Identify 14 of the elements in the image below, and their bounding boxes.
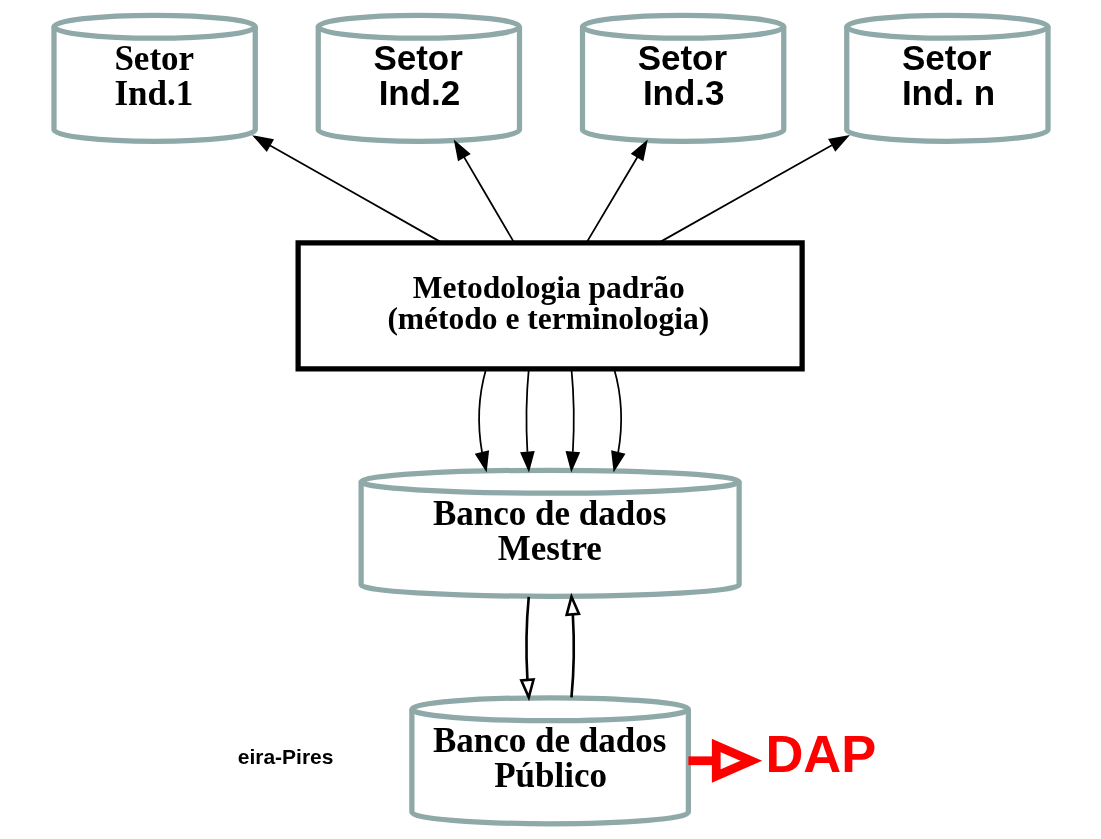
arrow [585,139,648,244]
arrow [474,368,489,473]
arrow [251,135,442,244]
arrow [687,738,762,783]
arrow [564,592,581,698]
arrow [453,139,515,244]
label: eira-Pires [237,745,333,769]
node-box: Metodologia padrão (método e terminologia) [295,240,805,372]
node-text: DAP [764,724,876,784]
arrow [519,368,535,473]
arrow [657,134,850,244]
arrow [610,368,625,473]
arrow [518,596,535,702]
arrow [565,368,580,473]
